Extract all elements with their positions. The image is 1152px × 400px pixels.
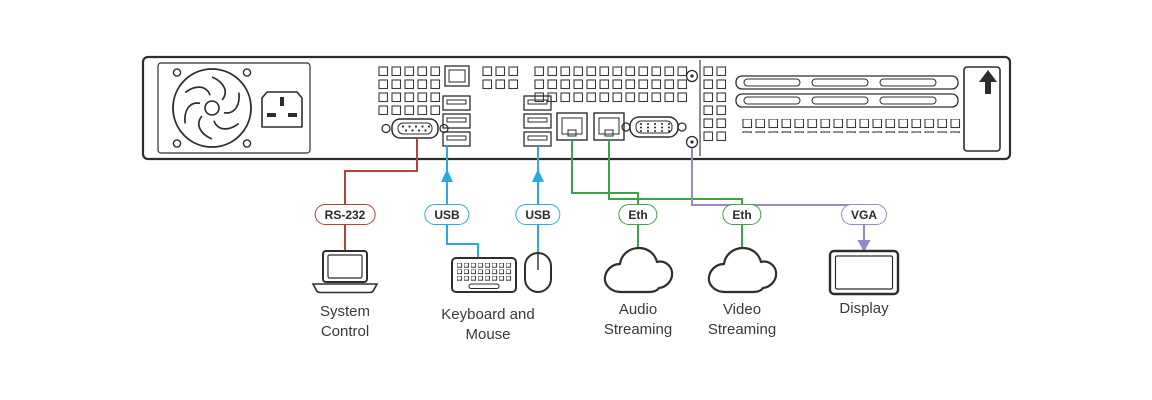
ethernet-port-1 [556,112,588,141]
vent-grids [377,65,962,143]
usb-port-stack-1 [442,95,471,147]
expansion-slots [735,66,1001,152]
usb-pill-1: USB [424,204,470,225]
usb-pill-2: USB [515,204,561,225]
eth-pill-1: Eth [618,204,658,225]
rs232-line [344,138,418,253]
monitor-icon [828,249,900,296]
keyboard-mouse-label: Keyboard and Mouse [441,306,535,343]
eth-pill-2: Eth [722,204,762,225]
usb1-line [446,146,479,258]
power-supply-section [157,62,311,154]
eth2-line [608,140,743,251]
usb2-arrow-up-icon [532,169,544,182]
display-label: Display [839,300,889,317]
usb-port-stack-2 [523,95,552,147]
cloud-icon-video [707,246,778,294]
power-inlet [261,91,303,128]
ethernet-port-2 [593,112,625,141]
vga-port [621,116,687,138]
top-port [444,65,470,87]
vga-pill: VGA [840,204,888,225]
system-control-label: System Control [319,303,370,340]
arrow-up-icon [979,70,997,94]
round-connector [685,69,699,149]
cloud-icon-audio [603,246,674,294]
video-streaming-label: Video Streaming [707,301,777,338]
vga-arrow-down-icon [857,240,871,252]
rs232-pill: RS-232 [314,204,376,225]
device-rear-panel [141,55,1012,161]
latch-bracket [963,66,1001,152]
rs232-serial-port [381,118,449,139]
audio-streaming-label: Audio Streaming [603,301,673,338]
usb1-arrow-up-icon [441,169,453,182]
connection-lines [344,138,871,258]
eth1-line [571,140,639,251]
keyboard-icon [451,257,517,293]
endpoint-icons [311,246,900,296]
io-ports [381,60,701,156]
fan-grille [172,68,252,148]
vga-line [691,148,865,241]
mouse-icon [524,252,552,293]
laptop-icon [311,250,379,294]
